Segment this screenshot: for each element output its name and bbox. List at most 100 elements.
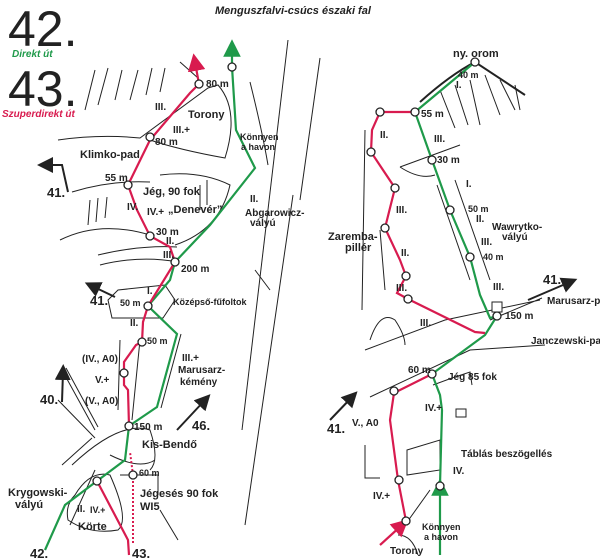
label-g-I-b: I. — [466, 179, 472, 190]
label-g-I: I. — [147, 286, 153, 297]
label-g-IV: IV. — [127, 202, 139, 213]
label-marusarz2: kémény — [180, 377, 218, 388]
label-p60m: 60 m — [408, 365, 431, 376]
label-pitch-80m-mid: 80 m — [155, 137, 178, 148]
label-pitch-200m: 200 m — [181, 264, 209, 275]
label-g-II-d: II. — [77, 504, 86, 515]
label-pitch-50m-b: 50 m — [147, 336, 168, 346]
labels-left: 80 m 80 m 55 m 30 m 200 m 50 m 50 m 150 … — [8, 79, 304, 559]
label-p40m: 40 m — [483, 252, 504, 262]
label-g-II-c: II. — [401, 248, 410, 259]
label-ref40: 40. — [40, 392, 58, 407]
label-krygowski2: vályú — [15, 499, 43, 511]
label-korte: Körte — [78, 521, 107, 533]
marker-square — [491, 301, 503, 313]
label-g-IVplus-a: IV.+ — [147, 207, 164, 218]
arrow-41-mid — [84, 282, 116, 298]
label-g-III-a: III. — [155, 102, 166, 113]
label-p50m: 50 m — [468, 204, 489, 214]
label-ref41a: 41. — [543, 272, 561, 287]
route-43-ice-variant — [129, 451, 134, 543]
route-43-number: 43. — [8, 61, 78, 117]
marker-square — [455, 408, 467, 418]
label-konnyen1: Könnyen — [422, 522, 461, 532]
label-janczewski: Janczewski-pad — [531, 336, 600, 347]
label-g-III-a: III. — [434, 134, 445, 145]
label-konnyen2: a havon — [424, 532, 458, 542]
arrow-41-lower-left — [329, 391, 358, 421]
label-ref41: 41. — [47, 185, 65, 200]
label-p55m: 55 m — [421, 109, 444, 120]
arrow-40 — [54, 364, 71, 403]
label-wawrytko1: Wawrytko- — [492, 222, 542, 233]
rock-features-left — [57, 39, 294, 541]
label-end42: 42. — [30, 546, 48, 559]
label-zaremba2: pillér — [345, 242, 372, 254]
label-klimko: Klimko-pad — [80, 149, 140, 161]
label-pitch-60m: 60 m — [139, 468, 160, 478]
label-g-II-b: II. — [476, 214, 485, 225]
label-wi5: WI5 — [140, 501, 160, 513]
route-42-number: 42. — [8, 1, 78, 57]
label-pitch-80m-top: 80 m — [206, 79, 229, 90]
label-g-III-b: III. — [481, 237, 492, 248]
label-g-IVplus-b: IV.+ — [90, 505, 105, 515]
label-nyorom: ny. orom — [453, 48, 499, 60]
label-g-III-d: III. — [396, 283, 407, 294]
arrow-46 — [176, 394, 211, 431]
label-ref41b: 41. — [327, 421, 345, 436]
label-zaremba1: Zaremba- — [328, 231, 378, 243]
label-g-IVplus-b: IV.+ — [373, 491, 390, 502]
route-43-start-arrow — [379, 519, 409, 546]
label-ref46: 46. — [192, 418, 210, 433]
label-marusarzpad: Marusarz-pad — [547, 296, 600, 307]
label-g-IV: IV. — [453, 466, 465, 477]
label-p40m-top: 40 m — [458, 70, 479, 80]
label-tablas: Táblás beszögellés — [461, 449, 553, 460]
label-g-IV-A0: (IV., A0) — [82, 354, 118, 365]
label-g-III-c: III. — [396, 205, 407, 216]
label-konnyen1: Könnyen — [240, 132, 279, 142]
label-kisbendo: Kis-Bendő — [142, 439, 197, 451]
label-abgar2: vályú — [250, 218, 276, 229]
label-g-II-c: II. — [130, 318, 139, 329]
label-g-I-a: I. — [456, 80, 462, 91]
label-p150m: 150 m — [505, 311, 533, 322]
route-43-name: Szuperdirekt út — [2, 109, 75, 120]
label-g-V-A0: (V., A0) — [85, 396, 118, 407]
page-title: Menguszfalvi-csúcs északi fal — [215, 5, 372, 17]
label-ref41b: 41. — [90, 293, 108, 308]
label-g-V-A0: V., A0 — [352, 418, 379, 429]
label-konnyen2: a havon — [241, 142, 275, 152]
label-wawrytko2: vályú — [502, 232, 528, 243]
label-g-II-b: II. — [250, 194, 259, 205]
label-g-IIIplus-b: III.+ — [182, 353, 199, 364]
arrow-41-right — [527, 277, 578, 301]
route-42-name: Direkt út — [12, 49, 53, 60]
label-g-III-e: III. — [493, 282, 504, 293]
label-g-III-b: III. — [163, 250, 174, 261]
labels-right: ny. orom 40 m 55 m 30 m 50 m 40 m 150 m … — [327, 48, 600, 557]
label-kozepso: Középső-fűfoltok — [173, 297, 247, 307]
label-denever: „Denevér” — [168, 204, 222, 216]
label-g-IVplus-a: IV.+ — [425, 403, 442, 414]
label-g-II-a: II. — [380, 130, 389, 141]
label-end43: 43. — [132, 546, 150, 559]
belay-nodes-right — [366, 57, 502, 526]
label-g-III-e: III. — [420, 318, 431, 329]
label-jegeses: Jégesés 90 fok — [140, 488, 219, 500]
label-marusarz1: Marusarz- — [178, 365, 225, 376]
route-42-right-line — [413, 61, 500, 486]
label-jeg85: Jég 85 fok — [448, 372, 497, 383]
label-torony: Torony — [390, 546, 424, 557]
label-pitch-30m: 30 m — [156, 227, 179, 238]
label-torony: Torony — [188, 109, 225, 121]
belay-nodes-left — [92, 62, 237, 486]
route-43-lower-line — [96, 480, 131, 556]
label-pitch-55m: 55 m — [105, 173, 128, 184]
label-g-IIIplus-a: III.+ — [173, 125, 190, 136]
label-jeg90: Jég, 90 fok — [143, 186, 201, 198]
label-g-Vplus: V.+ — [95, 375, 110, 386]
